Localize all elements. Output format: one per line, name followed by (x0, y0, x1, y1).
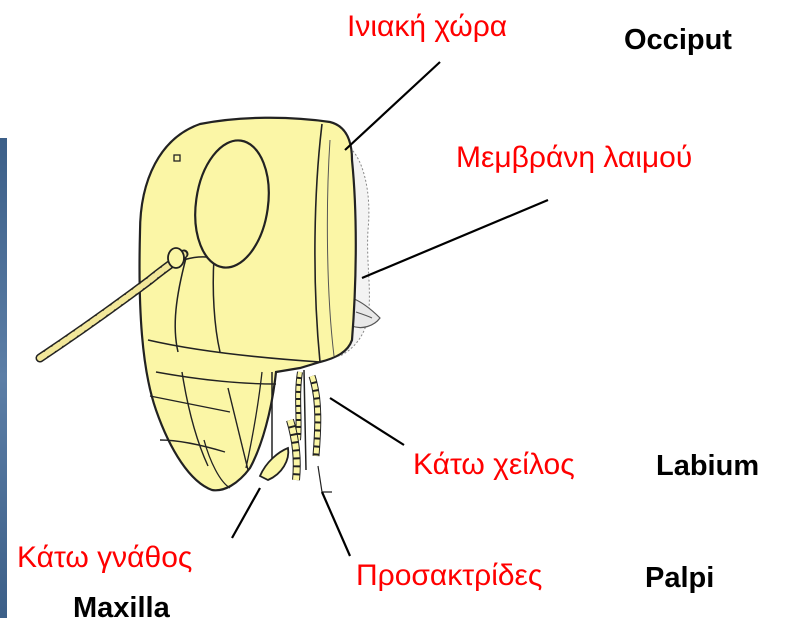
leader-labium (330, 398, 404, 445)
label-neck-membrane-greek: Μεμβράνη λαιμού (456, 141, 692, 175)
label-maxilla-greek: Κάτω γνάθος (17, 541, 192, 575)
label-labium-greek: Κάτω χείλος (413, 448, 575, 482)
leader-palpi (322, 492, 350, 556)
label-palpi-greek: Προσακτρίδες (356, 559, 542, 593)
label-maxilla-english: Maxilla (73, 591, 170, 625)
leader-neck-membrane (362, 200, 548, 278)
label-occiput-english: Occiput (624, 23, 732, 57)
label-labium-english: Labium (656, 449, 759, 483)
leader-occiput (345, 62, 440, 150)
label-occiput-greek: Ινιακή χώρα (347, 10, 507, 44)
leader-maxilla (232, 488, 260, 538)
label-palpi-english: Palpi (645, 561, 714, 595)
